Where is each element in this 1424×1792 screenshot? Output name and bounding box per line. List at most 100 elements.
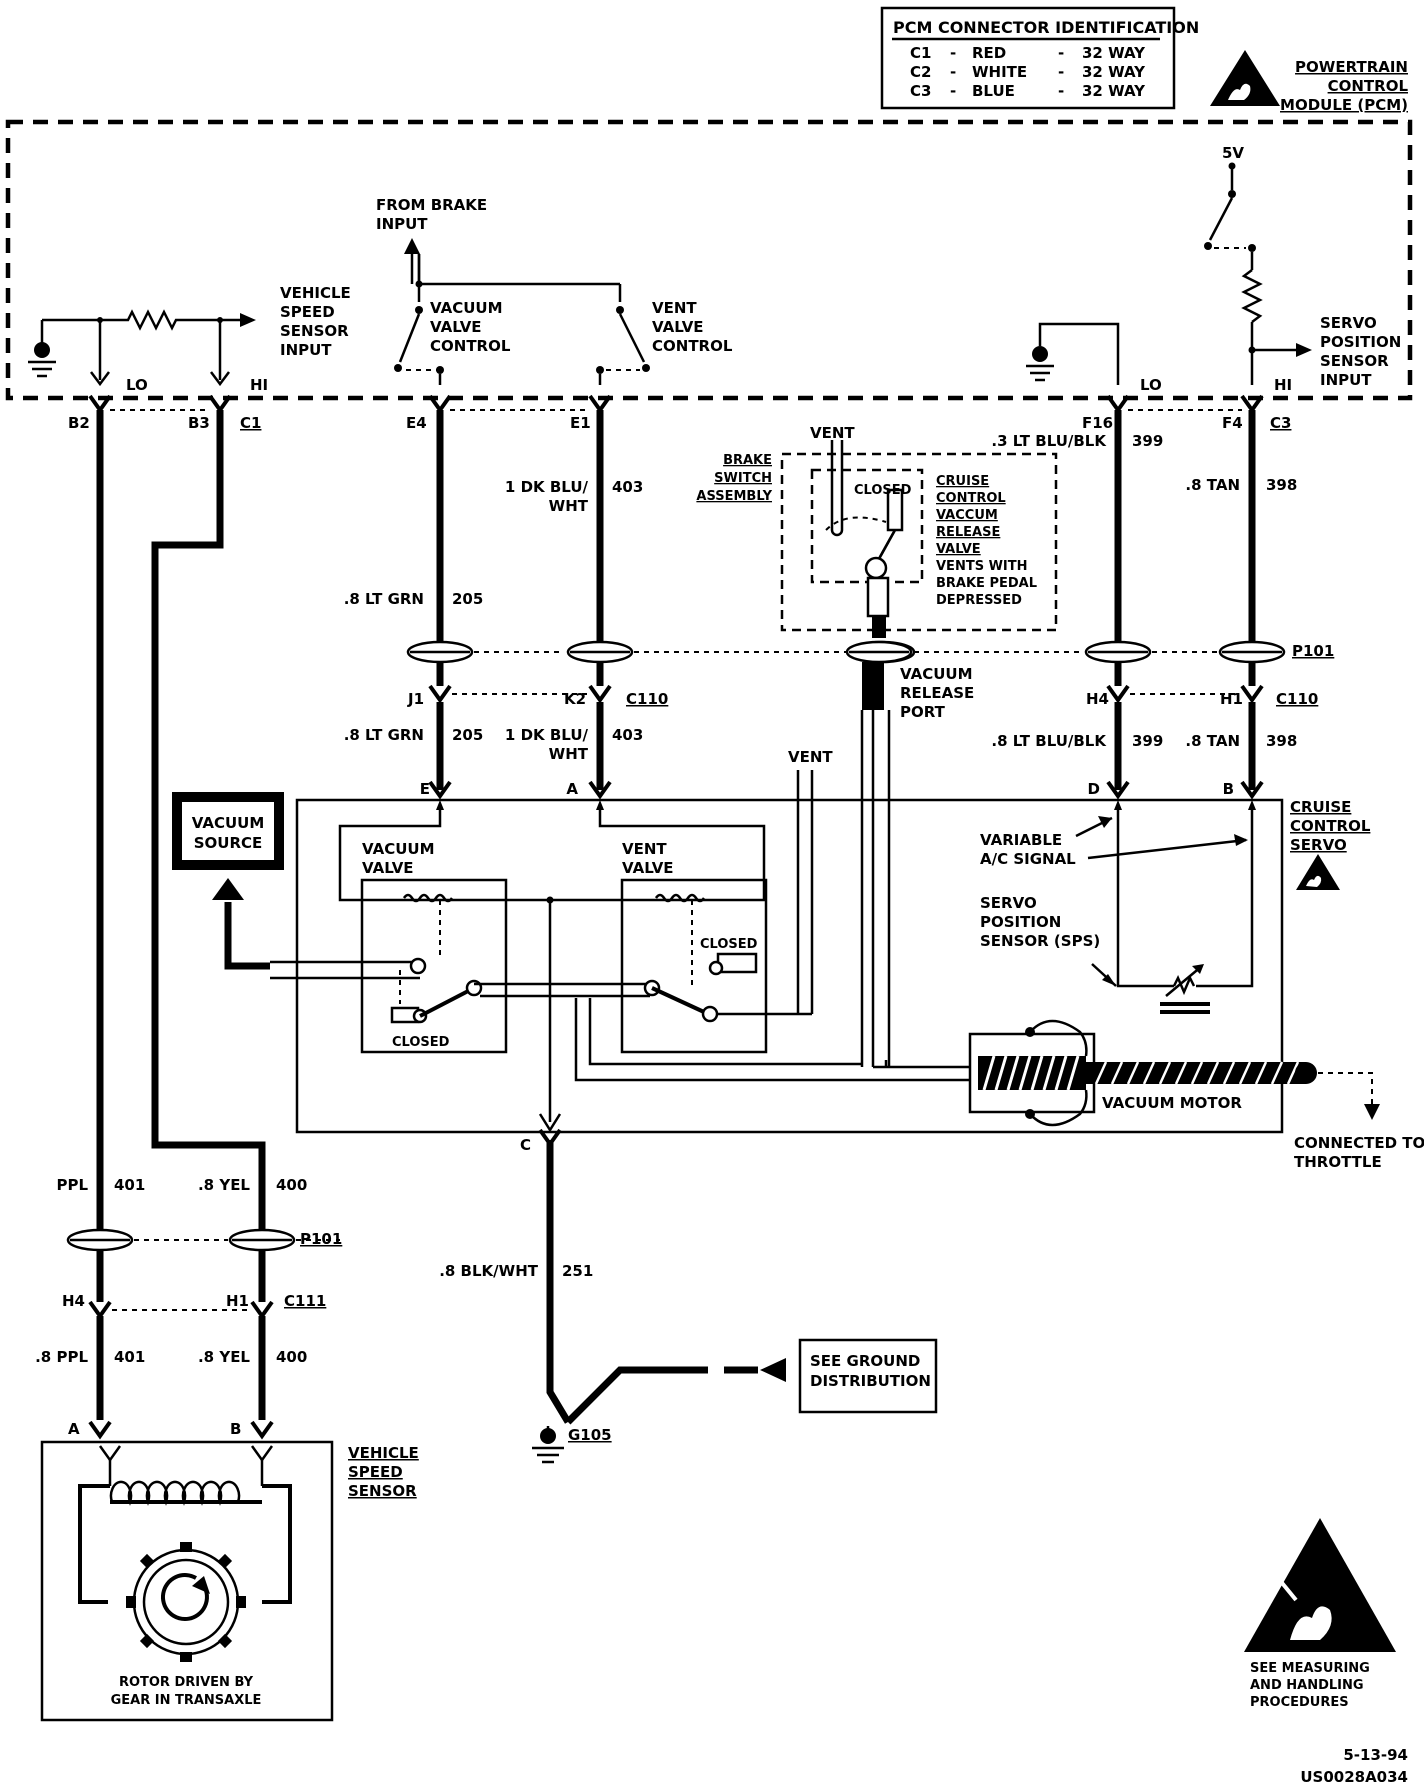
pin-b3: B3: [188, 414, 210, 432]
valve-control-switches: [394, 254, 650, 385]
svg-text:ASSEMBLY: ASSEMBLY: [696, 489, 772, 504]
pin-h4-lower: H4: [62, 1292, 85, 1310]
wire-251: [546, 1140, 572, 1424]
pin-f16: F16: [1082, 414, 1113, 432]
svg-text:SERVO: SERVO: [980, 894, 1037, 912]
vss-input-label: VEHICLE SPEED SENSOR INPUT: [280, 284, 351, 359]
pcm-table-row: C3 - BLUE - 32 WAY: [910, 82, 1146, 100]
c111-label: C111: [284, 1292, 326, 1310]
svg-text:SEE GROUND: SEE GROUND: [810, 1352, 920, 1370]
pcm-boundary: [5, 119, 1413, 401]
pcm-connector-table: PCM CONNECTOR IDENTIFICATION C1 - RED - …: [880, 6, 1199, 110]
svg-text:32 WAY: 32 WAY: [1082, 44, 1146, 62]
svg-text:401: 401: [114, 1176, 145, 1194]
footer-code: US0028A034: [1300, 1768, 1408, 1786]
vss-pin-b: B: [230, 1420, 241, 1438]
svg-text:CONTROL: CONTROL: [936, 491, 1006, 506]
svg-text:VARIABLE: VARIABLE: [980, 831, 1062, 849]
svg-text:VACUUM: VACUUM: [900, 665, 973, 683]
svg-text:PROCEDURES: PROCEDURES: [1250, 1695, 1349, 1710]
wire-399-labels: .3 LT BLU/BLK 399 .8 LT BLU/BLK 399: [991, 432, 1163, 750]
svg-text:VACUUM: VACUUM: [430, 299, 503, 317]
svg-text:1 DK BLU/: 1 DK BLU/: [505, 726, 589, 744]
vacuum-valve: [360, 878, 650, 1054]
sps-input-circuit: 5V: [1026, 144, 1312, 385]
svg-text:CRUISE: CRUISE: [936, 474, 989, 489]
esd-handling-icon: [1244, 1518, 1396, 1652]
pcm-hi-label: HI: [250, 376, 268, 394]
svg-text:CONTROL: CONTROL: [1328, 77, 1409, 95]
svg-text:SENSOR (SPS): SENSOR (SPS): [980, 932, 1100, 950]
svg-text:RED: RED: [972, 44, 1006, 62]
svg-text:AND HANDLING: AND HANDLING: [1250, 1678, 1364, 1693]
svg-text:VACCUM: VACCUM: [936, 508, 998, 523]
servo-pin-e: E: [420, 780, 430, 798]
svg-text:DEPRESSED: DEPRESSED: [936, 593, 1022, 608]
svg-text:.8 PPL: .8 PPL: [35, 1348, 88, 1366]
svg-text:VALVE: VALVE: [430, 318, 482, 336]
footer-date: 5-13-94: [1343, 1746, 1408, 1764]
svg-text:CONTROL: CONTROL: [430, 337, 511, 355]
p101-upper-label: P101: [1292, 642, 1334, 660]
svg-text:VENT: VENT: [652, 299, 697, 317]
svg-text:SENSOR: SENSOR: [1320, 352, 1389, 370]
svg-text:A/C SIGNAL: A/C SIGNAL: [980, 850, 1076, 868]
servo-internal-wiring: [270, 770, 970, 1148]
svg-text:.8 TAN: .8 TAN: [1185, 732, 1240, 750]
svg-text:C1: C1: [910, 44, 931, 62]
svg-text:RELEASE: RELEASE: [936, 525, 1000, 540]
vacuum-motor: [968, 1019, 1380, 1127]
vent-valve-control-label: VENT VALVE CONTROL: [652, 299, 733, 355]
svg-text:32 WAY: 32 WAY: [1082, 82, 1146, 100]
servo-pin-a: A: [566, 780, 578, 798]
vent-valve: [620, 878, 768, 1054]
c110-label: C110: [626, 690, 668, 708]
pin-j1: J1: [407, 690, 424, 708]
svg-text:C2: C2: [910, 63, 931, 81]
svg-text:SWITCH: SWITCH: [714, 471, 772, 486]
svg-text:ROTOR DRIVEN BY: ROTOR DRIVEN BY: [119, 1675, 254, 1690]
sps-input-label: SERVO POSITION SENSOR INPUT: [1320, 314, 1401, 389]
vss-label: VEHICLE SPEED SENSOR: [348, 1444, 419, 1500]
vss-pin-a: A: [68, 1420, 80, 1438]
vacuum-valve-closed-label: CLOSED: [392, 1035, 450, 1050]
svg-text:WHT: WHT: [549, 745, 589, 763]
svg-text:VALVE: VALVE: [362, 859, 414, 877]
svg-text:SEE MEASURING: SEE MEASURING: [1250, 1661, 1370, 1676]
svg-text:CRUISE: CRUISE: [1290, 798, 1351, 816]
brake-vent-label: VENT: [810, 424, 855, 442]
g105-label: G105: [568, 1426, 612, 1444]
servo-vent-label: VENT: [788, 748, 833, 766]
vacuum-release-port-label: VACUUM RELEASE PORT: [900, 665, 974, 721]
svg-text:SPEED: SPEED: [348, 1463, 403, 1481]
svg-text:VENT: VENT: [622, 840, 667, 858]
svg-text:WHITE: WHITE: [972, 63, 1027, 81]
svg-text:.8 YEL: .8 YEL: [198, 1348, 250, 1366]
servo-pin-c: C: [520, 1136, 531, 1154]
p101-lower-label: P101: [300, 1230, 342, 1248]
vacuum-valve-label: VACUUM VALVE: [362, 840, 435, 877]
svg-text:32 WAY: 32 WAY: [1082, 63, 1146, 81]
vent-valve-label: VENT VALVE: [622, 840, 674, 877]
svg-text:VEHICLE: VEHICLE: [280, 284, 351, 302]
pin-b2: B2: [68, 414, 90, 432]
wire-400: [151, 410, 266, 1420]
svg-text:VACUUM: VACUUM: [362, 840, 435, 858]
svg-text:-: -: [950, 44, 956, 62]
five-volt-label: 5V: [1222, 144, 1244, 162]
svg-text:.8 LT GRN: .8 LT GRN: [344, 726, 424, 744]
svg-text:VALVE: VALVE: [936, 542, 981, 557]
svg-text:FROM BRAKE: FROM BRAKE: [376, 196, 487, 214]
vacuum-motor-label: VACUUM MOTOR: [1102, 1094, 1242, 1112]
svg-text:.8 TAN: .8 TAN: [1185, 476, 1240, 494]
vent-valve-closed-label: CLOSED: [700, 937, 758, 952]
pcm-table-row: C2 - WHITE - 32 WAY: [910, 63, 1146, 81]
wire-251-labels: .8 BLK/WHT 251: [439, 1262, 593, 1280]
svg-text:SOURCE: SOURCE: [194, 834, 263, 852]
svg-text:CONNECTED TO: CONNECTED TO: [1294, 1134, 1424, 1152]
svg-text:-: -: [950, 63, 956, 81]
pin-c3: C3: [1270, 414, 1291, 432]
brake-closed-label: CLOSED: [854, 483, 912, 498]
c110-connector: J1 K2 C110 H4 H1 C110: [407, 684, 1318, 708]
